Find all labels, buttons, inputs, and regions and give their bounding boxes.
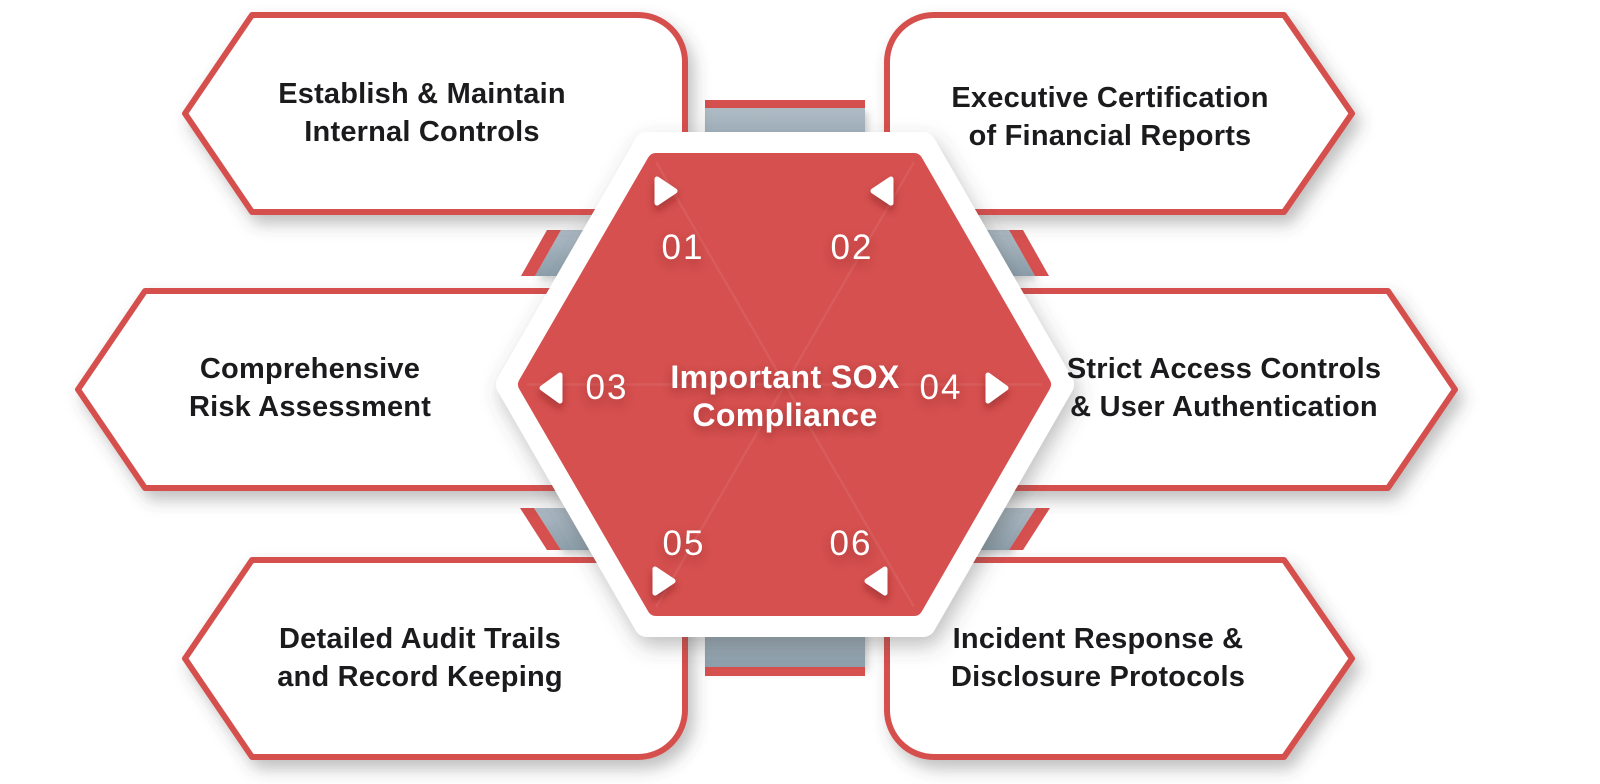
box-label-incident-response: Incident Response & Disclosure Protocols	[951, 620, 1245, 696]
triangle-pointer-icon-06	[864, 566, 888, 596]
hexagon-divider-lines	[527, 161, 1042, 608]
triangle-pointer-icon-04	[985, 372, 1009, 404]
connector-accent-stripe	[1009, 508, 1050, 550]
step-number-06: 06	[829, 524, 873, 563]
hexagon-title-line: Important SOX	[670, 359, 900, 395]
hexagon-title: Important SOX Compliance	[670, 358, 899, 434]
label-line: and Record Keeping	[277, 661, 563, 693]
connector-accent-stripe	[520, 508, 561, 550]
box-label-audit-trails: Detailed Audit Trails and Record Keeping	[277, 620, 563, 696]
label-line: Executive Certification	[951, 82, 1269, 114]
hexagon-title-line: Compliance	[692, 397, 878, 433]
step-number-02: 02	[830, 228, 874, 267]
label-line: Detailed Audit Trails	[279, 623, 561, 655]
step-number-01: 01	[661, 228, 705, 267]
step-number-03: 03	[585, 368, 629, 407]
hexagon	[518, 153, 1051, 616]
box-label-risk-assessment: Comprehensive Risk Assessment	[189, 350, 431, 426]
label-line: Disclosure Protocols	[950, 661, 1246, 693]
connector-accent-stripe	[521, 230, 561, 276]
label-line: of Financial Reports	[968, 120, 1252, 152]
step-number-04: 04	[919, 368, 963, 407]
connector-accent-stripe	[1009, 230, 1049, 276]
label-line: & User Authentication	[1070, 391, 1378, 423]
box-label-access-controls: Strict Access Controls & User Authentica…	[1067, 350, 1381, 426]
box-label-establish-internal-controls: Establish & Maintain Internal Controls	[278, 75, 566, 151]
label-line: Comprehensive	[199, 353, 421, 385]
box-label-executive-certification: Executive Certification of Financial Rep…	[951, 79, 1268, 155]
triangle-pointer-icon-01	[654, 176, 678, 206]
triangle-pointer-icon-05	[652, 566, 676, 596]
triangle-pointer-icon-02	[870, 176, 894, 206]
label-line: Establish & Maintain	[278, 78, 566, 110]
label-line: Internal Controls	[304, 116, 540, 148]
triangle-pointer-icon-03	[539, 372, 563, 404]
step-number-05: 05	[662, 524, 706, 563]
label-line: Strict Access Controls	[1066, 353, 1382, 385]
label-line: Incident Response &	[952, 623, 1244, 655]
connector-accent-stripe	[705, 667, 865, 676]
connector-accent-stripe	[705, 100, 865, 109]
label-line: Risk Assessment	[188, 391, 432, 423]
